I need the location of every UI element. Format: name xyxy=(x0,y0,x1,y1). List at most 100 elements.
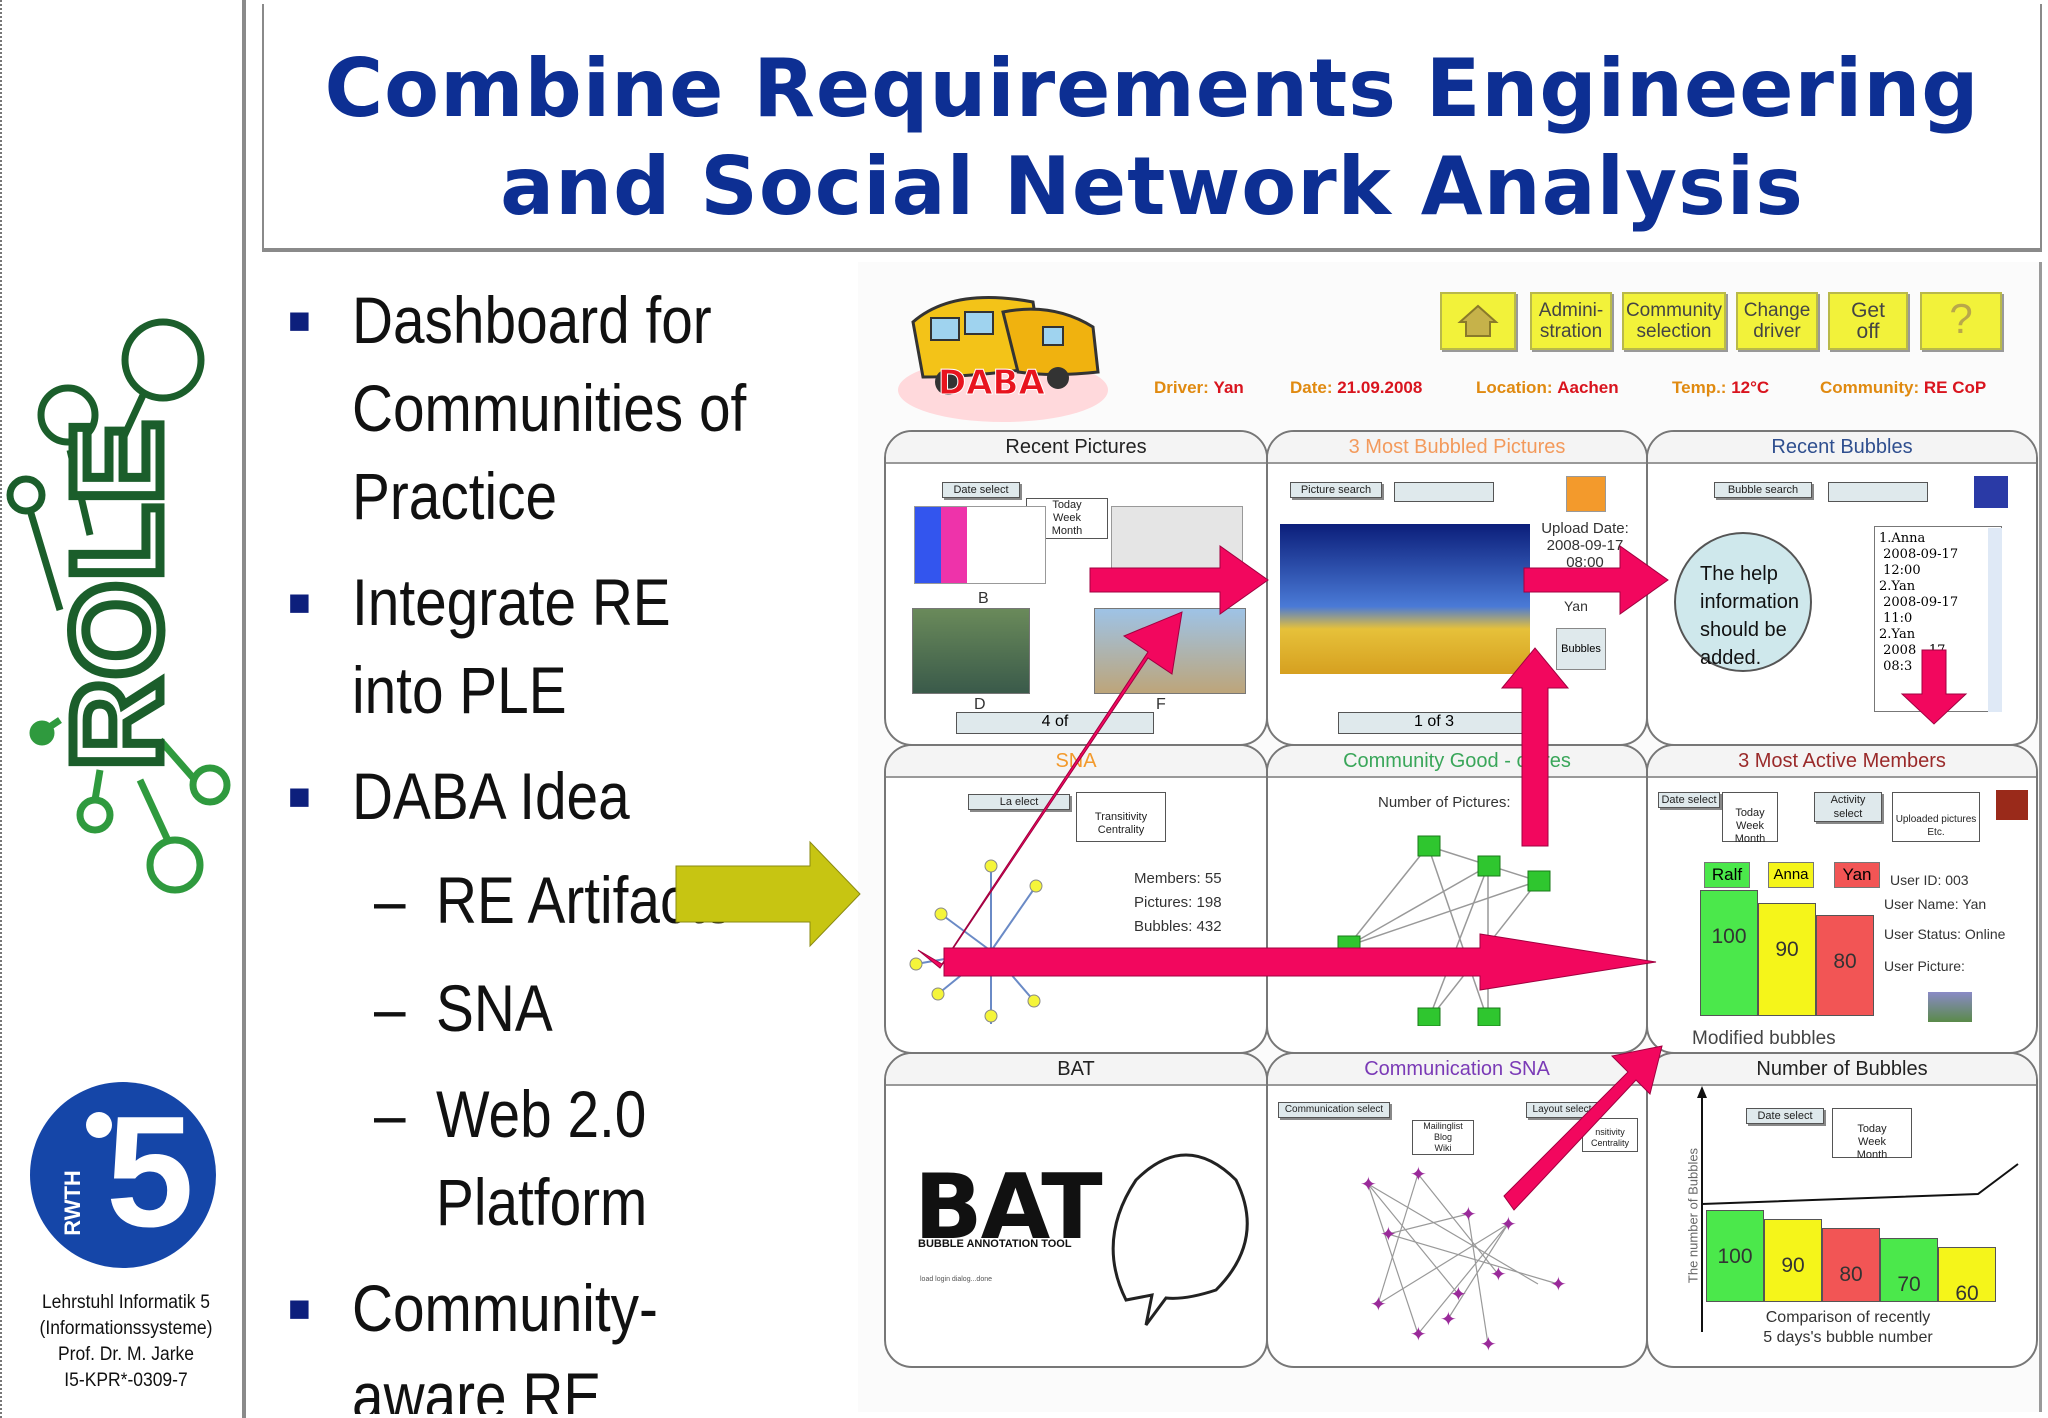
bat-speech-bubble xyxy=(1111,1153,1249,1326)
layout-select-button[interactable]: La elect xyxy=(968,794,1070,810)
info-temp: Temp.: 12°C xyxy=(1672,378,1769,398)
date-select-button[interactable]: Date select xyxy=(1746,1108,1824,1124)
bullet-item: Dashboard for Communities of Practice xyxy=(352,276,746,540)
bat-logo-subtitle: BUBBLE ANNOTATION TOOL xyxy=(918,1238,1072,1250)
graph-node-icon: ✦ xyxy=(1500,1212,1517,1236)
graph-node-icon: ✦ xyxy=(1460,1202,1477,1226)
chart-bar: 90 xyxy=(1758,903,1816,1016)
footer: Lehrstuhl Informatik 5 (Informationssyst… xyxy=(17,1290,234,1394)
info-label: Date: xyxy=(1290,378,1333,397)
sna-bubbles: Bubbles: 432 xyxy=(1134,918,1222,935)
layout-select-button[interactable]: Layout select xyxy=(1526,1102,1598,1118)
graph-node-icon: ✦ xyxy=(1550,1272,1567,1296)
bubbled-picture[interactable] xyxy=(1280,524,1530,674)
help-button[interactable]: ? xyxy=(1920,292,2002,350)
chart-bar: 100 xyxy=(1700,890,1758,1016)
member-tag[interactable]: Ralf xyxy=(1704,862,1750,888)
bullet-item: Community- aware RE xyxy=(352,1264,658,1414)
subbullet-item: Web 2.0 Platform xyxy=(436,1070,647,1246)
rwth-logo-number: 5 xyxy=(106,1084,194,1260)
bullet-line: DABA Idea xyxy=(352,759,630,833)
info-value: RE CoP xyxy=(1923,378,1987,397)
rwth-logo: 5 RWTH xyxy=(30,1082,216,1268)
chart-caption: Comparison of recently 5 days's bubble n… xyxy=(1763,1309,1933,1346)
bubble-search-button[interactable]: Bubble search xyxy=(1714,482,1812,498)
graph-node-icon: ✦ xyxy=(1410,1164,1427,1186)
date-select-button[interactable]: Date select xyxy=(1658,792,1720,808)
arrow-up-icon xyxy=(1500,647,1570,847)
bubbles-button[interactable]: Bubbles xyxy=(1556,628,1606,670)
change-driver-button[interactable]: Change driver xyxy=(1736,292,1818,350)
chart-bar: 100 xyxy=(1706,1210,1764,1302)
community-selection-button[interactable]: Community selection xyxy=(1622,292,1726,350)
arrow-diagonal-icon xyxy=(1503,1045,1663,1211)
info-value: 12°C xyxy=(1731,378,1770,397)
picture-thumbnail[interactable] xyxy=(912,608,1030,694)
bullet-marker: ■ xyxy=(288,300,311,342)
panel-title: Communication SNA xyxy=(1268,1054,1646,1086)
trend-line xyxy=(1697,1086,2019,1332)
bubble-list[interactable]: 1.Anna 2008-09-17 12:00 2.Yan 2008-09-17… xyxy=(1874,526,2002,712)
panel-community-good: Community Good - ctures Number of Pictur… xyxy=(1266,744,1648,1054)
arrow-right-icon xyxy=(943,933,1657,991)
member-tag[interactable]: Yan xyxy=(1834,862,1880,888)
range-options[interactable]: Today Week Month xyxy=(1832,1108,1912,1161)
communication-select-button[interactable]: Communication select xyxy=(1278,1102,1390,1118)
bullet-line: Communities of xyxy=(352,371,747,445)
activity-select-button[interactable]: Activity select xyxy=(1814,792,1882,822)
user-status: User Status: Online xyxy=(1884,926,2006,942)
panel-number-of-bubbles: Number of Bubbles Date select Today Week… xyxy=(1646,1052,2038,1368)
help-bubble: The help information should be added. xyxy=(1674,532,1812,672)
chart-bar: 70 xyxy=(1880,1238,1938,1302)
info-value: Aachen xyxy=(1557,378,1619,397)
picture-search-button[interactable]: Picture search xyxy=(1290,482,1382,498)
picture-label: B xyxy=(978,590,989,607)
bullet-marker: ■ xyxy=(288,1288,311,1330)
bullet-line: Practice xyxy=(352,459,558,533)
bullet-marker: ■ xyxy=(288,776,311,818)
administration-button[interactable]: Admini- stration xyxy=(1530,292,1612,350)
info-value: 21.09.2008 xyxy=(1337,378,1423,397)
upload-date: Upload Date: 2008-09-17 08:00 xyxy=(1541,520,1629,571)
communication-graph: ✦✦✦ ✦✦✦ ✦✦✦ ✦✦✦ xyxy=(1360,1164,1567,1354)
picture-search-input[interactable] xyxy=(1394,482,1494,502)
graph-node-icon: ✦ xyxy=(1450,1282,1467,1306)
scrollbar[interactable] xyxy=(1988,528,2002,712)
footer-line: (Informationssysteme) xyxy=(39,1318,213,1339)
bullet-line: aware RE xyxy=(352,1359,602,1414)
subbullet-line: Platform xyxy=(436,1165,648,1239)
graph-node-icon: ✦ xyxy=(1440,1307,1457,1331)
info-label: Community: xyxy=(1820,378,1920,397)
communication-options[interactable]: Mailinglist Blog Wiki xyxy=(1412,1120,1474,1155)
sna-members: Members: 55 xyxy=(1134,870,1222,887)
panel-title: Recent Pictures xyxy=(886,432,1266,464)
title-frame xyxy=(262,4,2042,252)
activity-options[interactable]: Uploaded pictures Etc. xyxy=(1892,792,1980,842)
bullet-line: Dashboard for xyxy=(352,283,712,357)
refresh-icon[interactable] xyxy=(1996,790,2028,820)
bubble-search-input[interactable] xyxy=(1828,482,1928,502)
home-button[interactable] xyxy=(1440,292,1516,350)
panel-title: Number of Bubbles xyxy=(1648,1054,2036,1086)
refresh-icon[interactable] xyxy=(1566,476,1606,512)
chart-bar: 90 xyxy=(1764,1219,1822,1302)
home-icon xyxy=(1457,304,1499,337)
member-tag[interactable]: Anna xyxy=(1768,862,1814,888)
panel-recent-pictures: Recent Pictures Date select Today Week M… xyxy=(884,430,1268,746)
bullet-item: DABA Idea xyxy=(352,752,630,840)
metric-options[interactable]: Transitivity Centrality xyxy=(1076,792,1166,842)
range-options[interactable]: Today Week Month xyxy=(1722,792,1778,845)
date-select-button[interactable]: Date select xyxy=(942,482,1020,498)
picture-thumbnail[interactable] xyxy=(914,506,1046,584)
panel-title: Recent Bubbles xyxy=(1648,432,2036,464)
get-off-button[interactable]: Get off xyxy=(1828,292,1908,350)
title-line-2: and Social Network Analysis xyxy=(500,140,1804,233)
arrow-right-icon xyxy=(1089,545,1269,615)
user-name: User Name: Yan xyxy=(1884,896,1987,912)
info-community: Community: RE CoP xyxy=(1820,378,1986,398)
chart-caption: Modified bubbles xyxy=(1692,1028,1836,1049)
user-picture xyxy=(1928,992,1972,1022)
refresh-icon[interactable] xyxy=(1974,476,2008,508)
